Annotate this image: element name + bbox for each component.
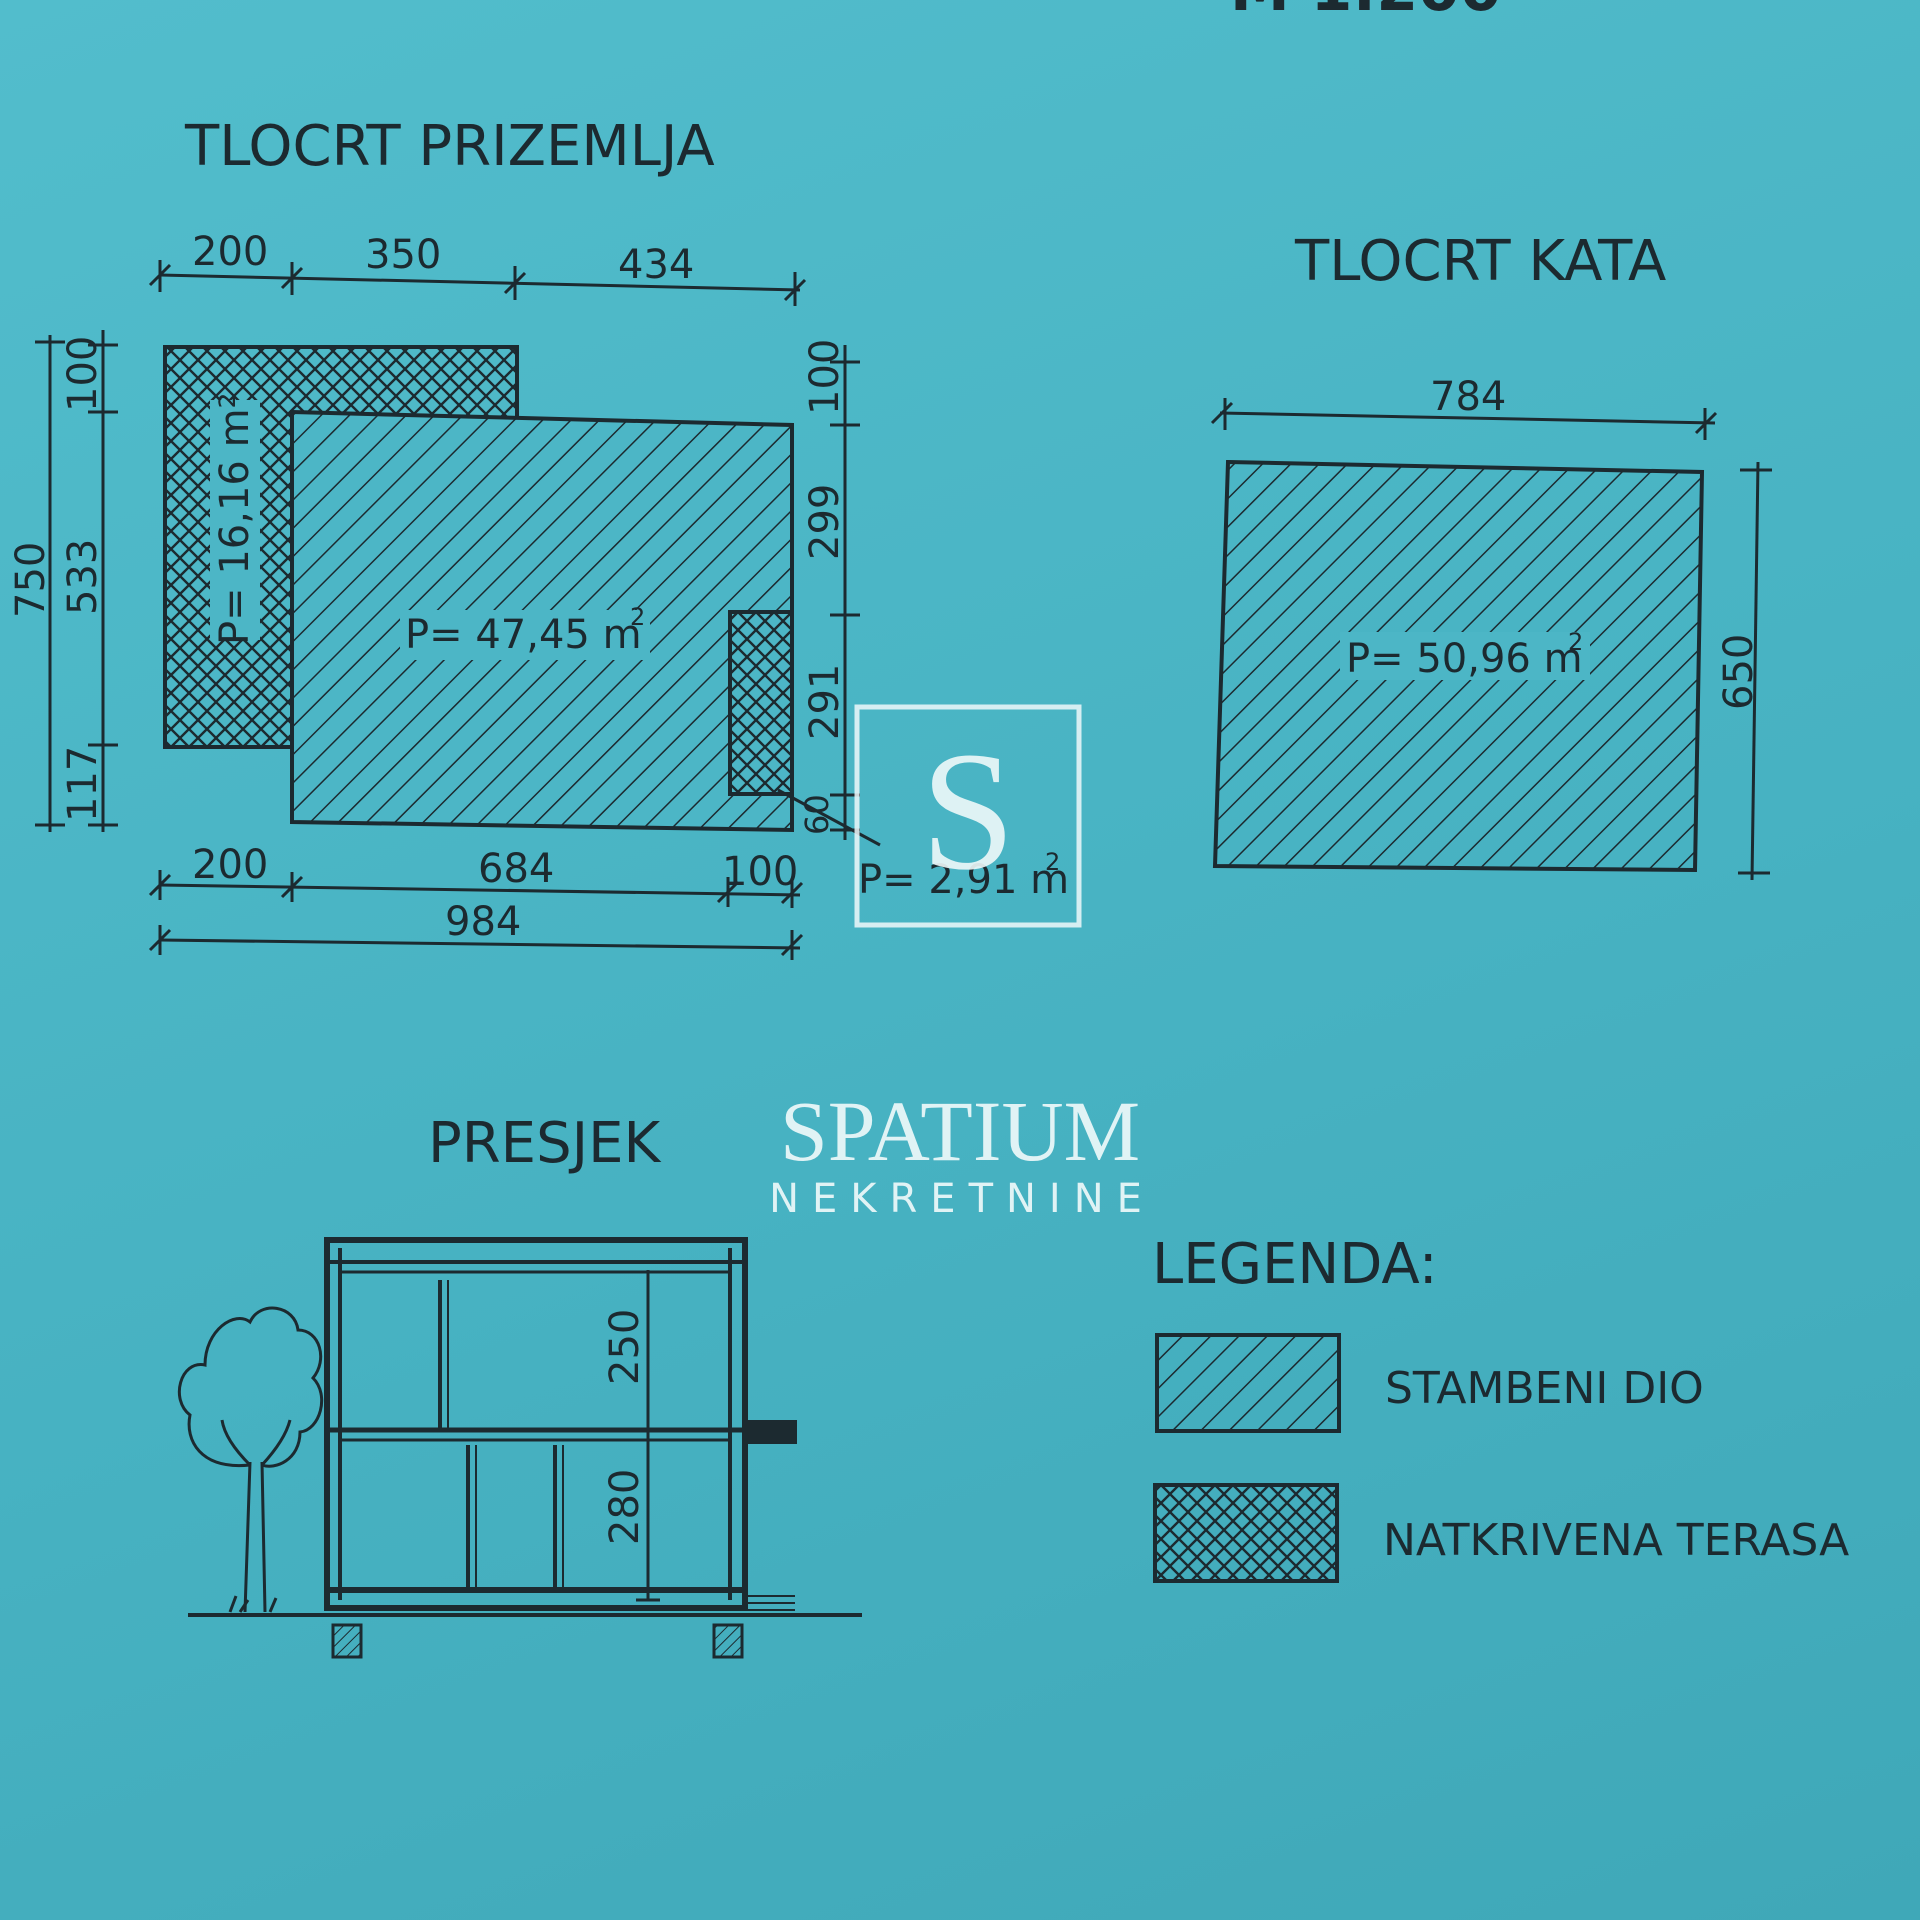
- dim-bottom-684: 684: [478, 846, 554, 892]
- legend-swatch-residential: [1155, 1333, 1341, 1433]
- dim-left-750: 750: [8, 542, 54, 618]
- label-bg: [400, 610, 650, 660]
- section-title: PRESJEK: [428, 1111, 662, 1176]
- area-living-ground-sup: 2: [630, 603, 645, 631]
- dim-bottom-984: 984: [445, 899, 521, 945]
- dim-right-60: 60: [798, 794, 836, 835]
- logo-subtitle: NEKRETNINE: [769, 1176, 1155, 1222]
- upper-dimension-lines: [1210, 398, 1772, 881]
- label-bg-vertical: [210, 400, 260, 640]
- area-terrace-small: P= 2,91 m: [858, 857, 1069, 903]
- dim-right-291: 291: [802, 664, 848, 740]
- covered-terrace-right-hatch: [728, 610, 794, 796]
- left-dimension-lines: [35, 330, 118, 832]
- dim-bottom-200: 200: [192, 842, 268, 888]
- section-view: PRESJEK: [177, 1111, 862, 1659]
- legend-label-residential: STAMBENI DIO: [1385, 1363, 1704, 1414]
- top-cut-title: M 1:200: [1230, 0, 1502, 25]
- right-dimension-lines: [777, 345, 881, 847]
- legend: LEGENDA: STAMBENI DIO NATKRIVENA TERASA: [1152, 1232, 1849, 1583]
- label-bg-upper: [1340, 632, 1590, 680]
- foundation-right: [712, 1623, 744, 1659]
- ground-floor-title: TLOCRT PRIZEMLJA: [184, 114, 715, 179]
- spatium-logo-watermark: S SPATIUM NEKRETNINE: [769, 704, 1155, 1222]
- dim-left-533: 533: [60, 539, 106, 615]
- dim-section-250: 250: [602, 1309, 648, 1385]
- dim-section-280: 280: [602, 1469, 648, 1545]
- legend-swatch-terrace: [1153, 1483, 1339, 1583]
- steps: [745, 1595, 795, 1611]
- upper-floor-plan: TLOCRT KATA 784 650 P= 50,96 m 2: [1210, 229, 1772, 881]
- bottom-dimension-lines: [148, 870, 804, 960]
- dim-top-434: 434: [618, 242, 694, 288]
- top-dimension-line: [148, 260, 807, 306]
- area-living-upper-sup: 2: [1568, 628, 1583, 656]
- area-terrace-small-sup: 2: [1045, 848, 1060, 876]
- dim-right-299: 299: [802, 484, 848, 560]
- tree-icon: [177, 1306, 324, 1613]
- legend-label-terrace: NATKRIVENA TERASA: [1383, 1515, 1849, 1566]
- dim-upper-784: 784: [1430, 374, 1506, 420]
- dim-top-350: 350: [365, 232, 441, 278]
- dim-left-117: 117: [60, 746, 106, 822]
- foundation-left: [331, 1623, 363, 1659]
- logo-wordmark: SPATIUM: [780, 1083, 1140, 1179]
- area-living-upper: P= 50,96 m: [1346, 636, 1583, 682]
- building-section: [324, 1237, 748, 1611]
- legend-title: LEGENDA:: [1152, 1232, 1438, 1297]
- area-living-ground: P= 47,45 m: [405, 612, 642, 658]
- upper-floor-title: TLOCRT KATA: [1294, 229, 1666, 294]
- dim-upper-650: 650: [1716, 634, 1762, 710]
- dim-left-100: 100: [60, 336, 106, 412]
- dim-top-200: 200: [192, 229, 268, 275]
- dim-right-100: 100: [802, 339, 848, 415]
- balcony-slab: [745, 1420, 797, 1444]
- dim-bottom-100: 100: [722, 849, 798, 895]
- area-terrace-ground: P= 16,16 m²: [212, 392, 258, 645]
- ground-floor-plan: TLOCRT PRIZEMLJA 200 350 434 750: [8, 114, 1069, 960]
- logo-monogram: S: [921, 717, 1016, 905]
